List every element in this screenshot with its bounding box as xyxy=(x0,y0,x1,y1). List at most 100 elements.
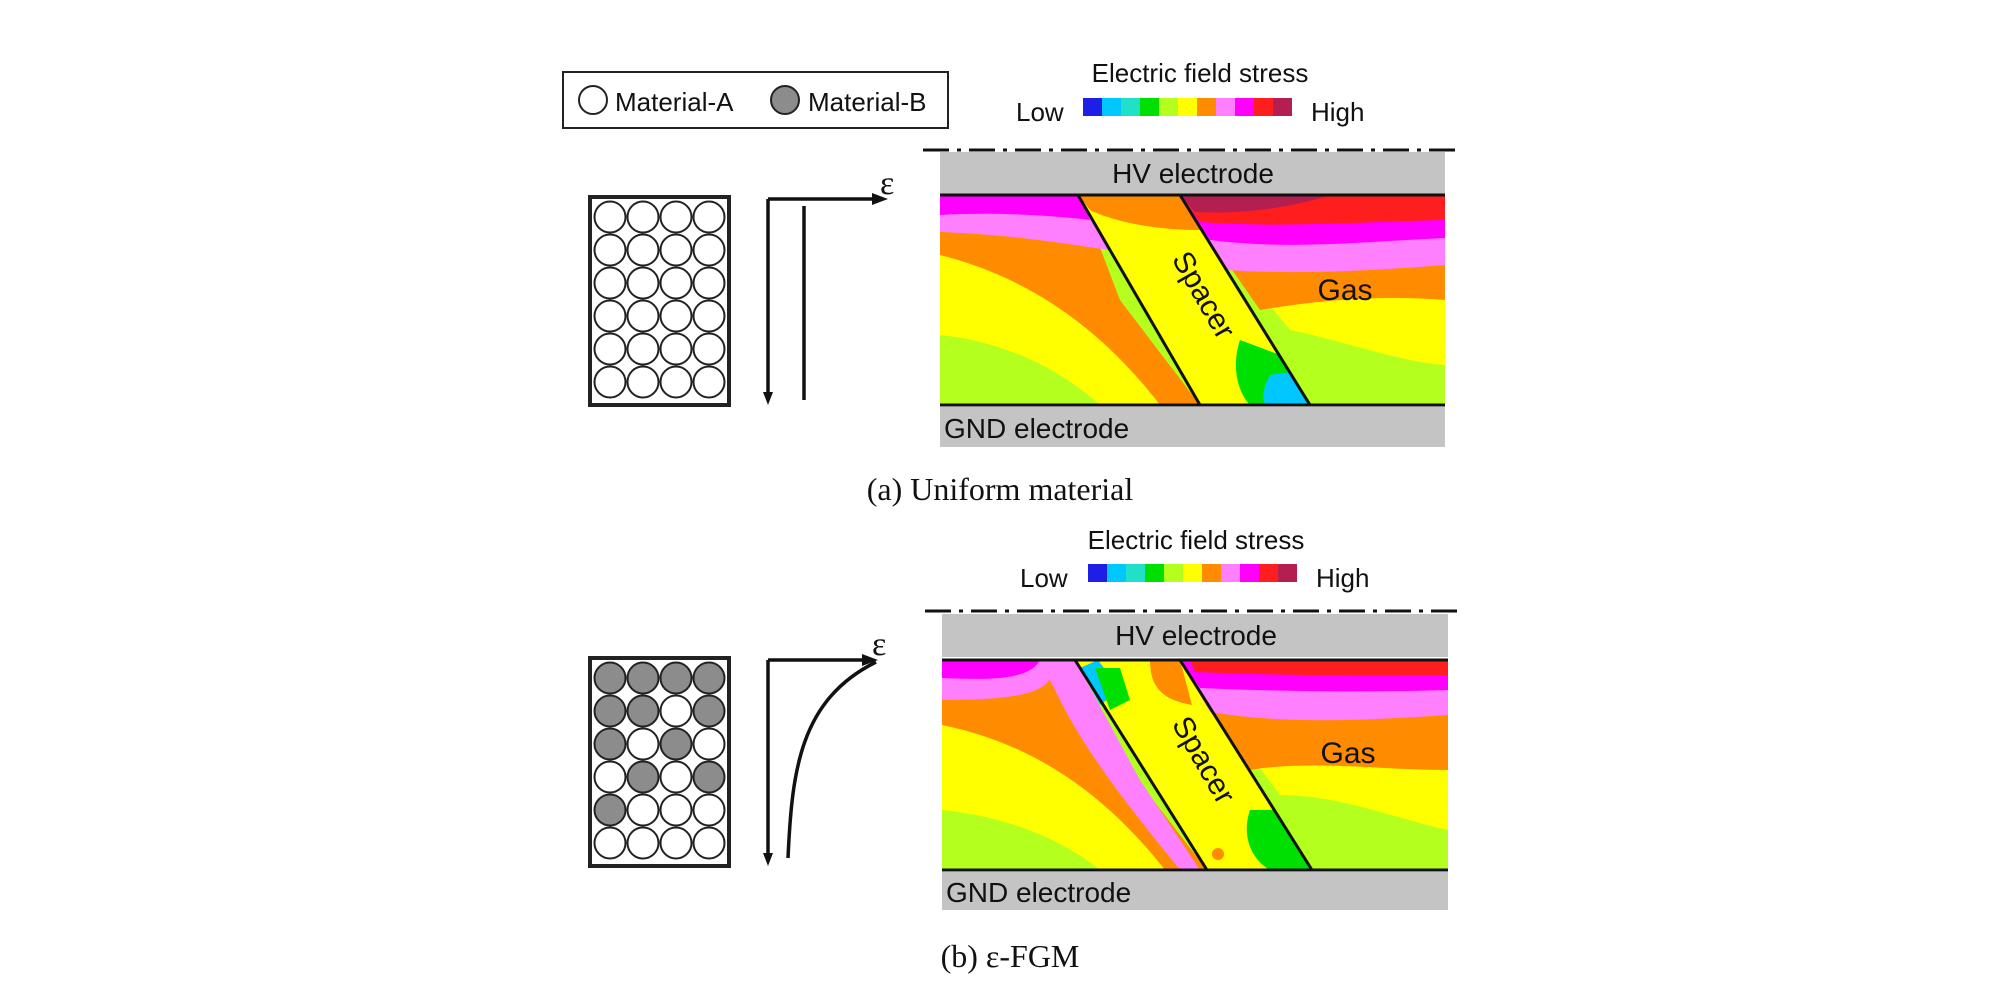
material-a-particle xyxy=(626,365,660,399)
epsilon-curve xyxy=(786,660,877,859)
material-b-particle xyxy=(692,694,726,728)
colorbar-swatch xyxy=(1235,98,1254,116)
colorbar-swatch xyxy=(1140,98,1159,116)
material-b-particle xyxy=(692,760,726,794)
field-contours xyxy=(940,195,1445,405)
material-a-particle xyxy=(692,299,726,333)
material-a-label: Material-A xyxy=(615,87,734,117)
material-a-particle xyxy=(659,266,693,300)
material-a-particle xyxy=(593,826,627,860)
caption-b: (b) ε-FGM xyxy=(941,938,1080,974)
material-a-particle xyxy=(659,200,693,234)
position-arrowhead xyxy=(763,853,773,866)
colorbar-swatch xyxy=(1159,98,1178,116)
material-a-particle xyxy=(692,233,726,267)
colorbar-swatch xyxy=(1102,98,1121,116)
permittivity-profile: ε xyxy=(763,626,886,866)
material-legend: Material-A Material-B xyxy=(562,71,949,129)
colorbar-swatch xyxy=(1273,98,1292,116)
colorbar-swatch xyxy=(1121,98,1140,116)
epsilon-symbol: ε xyxy=(872,626,886,663)
colorbar-swatch xyxy=(1107,564,1126,582)
material-b-particle xyxy=(659,727,693,761)
material-b-particle xyxy=(626,760,660,794)
material-a-particle xyxy=(692,826,726,860)
material-a-particle xyxy=(593,233,627,267)
colorbar-title: Electric field stress xyxy=(1092,58,1309,88)
field-map: HV electrode xyxy=(925,609,1462,910)
epsilon-symbol: ε xyxy=(880,165,894,202)
gnd-electrode xyxy=(942,872,1448,910)
material-a-particle xyxy=(626,200,660,234)
particle-grid xyxy=(593,200,726,399)
material-a-particle xyxy=(659,365,693,399)
material-b-particle xyxy=(659,661,693,695)
material-a-particle xyxy=(692,365,726,399)
colorbar-swatch xyxy=(1240,564,1259,582)
particle-grid xyxy=(593,661,726,860)
material-a-particle xyxy=(593,200,627,234)
colorbar-swatch xyxy=(1088,564,1107,582)
material-a-particle xyxy=(692,793,726,827)
gnd-electrode xyxy=(940,407,1445,447)
colorbar-swatch xyxy=(1278,564,1297,582)
material-a-particle xyxy=(593,760,627,794)
colorbar-high-label: High xyxy=(1316,563,1369,593)
material-a-particle xyxy=(659,826,693,860)
colorbar-low-label: Low xyxy=(1016,97,1064,127)
material-a-particle xyxy=(626,233,660,267)
material-a-particle xyxy=(659,332,693,366)
hv-electrode-label: HV electrode xyxy=(1112,158,1274,189)
legend-frame xyxy=(562,71,949,129)
hv-electrode xyxy=(940,152,1445,194)
colorbar-high-label: High xyxy=(1311,97,1364,127)
material-b-label: Material-B xyxy=(808,87,926,117)
panel-a: ε HV electrode xyxy=(588,148,1460,507)
material-a-particle xyxy=(692,266,726,300)
position-arrowhead xyxy=(763,392,773,405)
material-a-swatch xyxy=(578,85,608,115)
material-b-particle xyxy=(692,661,726,695)
material-a-particle xyxy=(659,233,693,267)
colorbar-swatches xyxy=(1088,564,1297,582)
material-b-particle xyxy=(593,694,627,728)
material-b-particle xyxy=(626,694,660,728)
colorbar-swatch xyxy=(1178,98,1197,116)
material-a-particle xyxy=(659,793,693,827)
material-a-particle xyxy=(659,694,693,728)
panel-b: ε HV electrode xyxy=(588,609,1462,974)
colorbar-swatch xyxy=(1164,564,1183,582)
gnd-electrode-label: GND electrode xyxy=(946,877,1131,908)
epsilon-arrowhead xyxy=(872,193,888,205)
material-a-particle xyxy=(593,365,627,399)
material-a-particle xyxy=(692,332,726,366)
gas-label: Gas xyxy=(1317,274,1372,307)
material-b-particle xyxy=(593,661,627,695)
permittivity-profile: ε xyxy=(763,165,894,405)
material-b-particle xyxy=(593,793,627,827)
colorbar-title: Electric field stress xyxy=(1088,525,1305,555)
material-a-particle xyxy=(692,200,726,234)
material-a-particle xyxy=(626,793,660,827)
epsilon-arrowhead xyxy=(862,654,878,666)
colorbar-swatch xyxy=(1259,564,1278,582)
colorbar-swatch xyxy=(1183,564,1202,582)
material-a-particle xyxy=(593,299,627,333)
material-a-particle xyxy=(593,332,627,366)
material-b-particle xyxy=(626,661,660,695)
gas-label: Gas xyxy=(1320,737,1375,770)
hv-electrode xyxy=(942,614,1448,657)
colorbar-b: Electric field stress Low High xyxy=(1020,525,1369,593)
material-b-particle xyxy=(593,727,627,761)
colorbar-low-label: Low xyxy=(1020,563,1068,593)
gnd-electrode-label: GND electrode xyxy=(944,413,1129,444)
field-map: HV electrode xyxy=(923,148,1460,447)
colorbar-swatch xyxy=(1197,98,1216,116)
colorbar-swatch xyxy=(1202,564,1221,582)
colorbar-swatch xyxy=(1126,564,1145,582)
material-a-particle xyxy=(659,760,693,794)
colorbar-swatch xyxy=(1221,564,1240,582)
colorbar-a: Electric field stress Low High xyxy=(1016,58,1364,127)
material-a-particle xyxy=(659,299,693,333)
